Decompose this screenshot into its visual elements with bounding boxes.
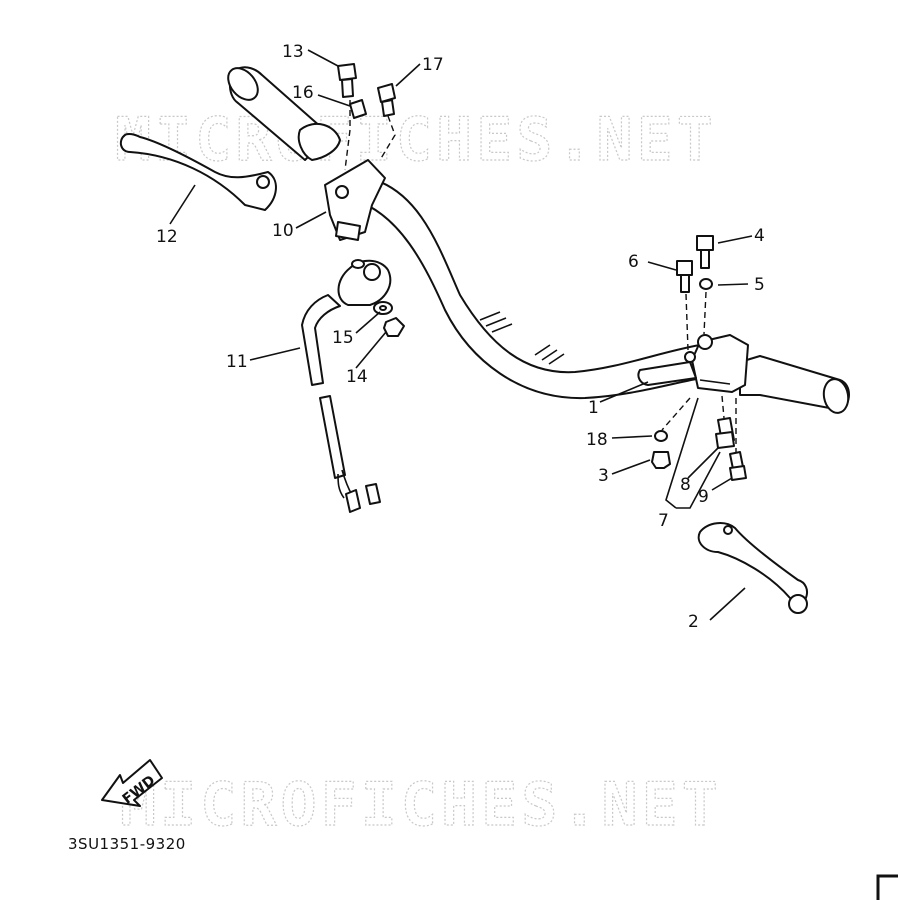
leader-lines: [169, 49, 753, 621]
callout-10: 10: [272, 221, 294, 241]
callout-12: 12: [156, 227, 178, 247]
right-grip: [739, 355, 850, 414]
callout-18: 18: [586, 430, 608, 450]
callout-5: 5: [754, 275, 765, 295]
left-holder-bolts: [337, 63, 396, 171]
callout-1: 1: [588, 398, 599, 418]
clutch-switch: [301, 259, 392, 513]
callout-17: 17: [422, 55, 444, 75]
left-lever: [119, 132, 277, 211]
left-grip: [227, 66, 341, 161]
callout-7: 7: [658, 511, 669, 531]
callout-8: 8: [680, 475, 691, 495]
switch-nut-washer: [373, 301, 405, 337]
diagram-code: 3SU1351-9320: [68, 835, 186, 853]
right-lever-holder: [637, 334, 749, 393]
callout-16: 16: [292, 83, 314, 103]
right-lever: [697, 522, 808, 614]
callout-2: 2: [688, 612, 699, 632]
callout-13: 13: [282, 42, 304, 62]
watermark-top: MICROFICHES.NET: [115, 105, 717, 175]
right-holder-bolts-top: [676, 235, 714, 351]
callout-6: 6: [628, 252, 639, 272]
callout-15: 15: [332, 328, 354, 348]
callout-14: 14: [346, 367, 368, 387]
callout-9: 9: [698, 487, 709, 507]
corner-mark: [876, 874, 898, 900]
callout-3: 3: [598, 466, 609, 486]
callout-11: 11: [226, 352, 248, 372]
callout-4: 4: [754, 226, 765, 246]
left-lever-holder: [324, 159, 386, 241]
right-holder-bolts-bottom: [651, 395, 747, 481]
watermark-bottom: MICROFICHES.NET: [120, 770, 722, 840]
